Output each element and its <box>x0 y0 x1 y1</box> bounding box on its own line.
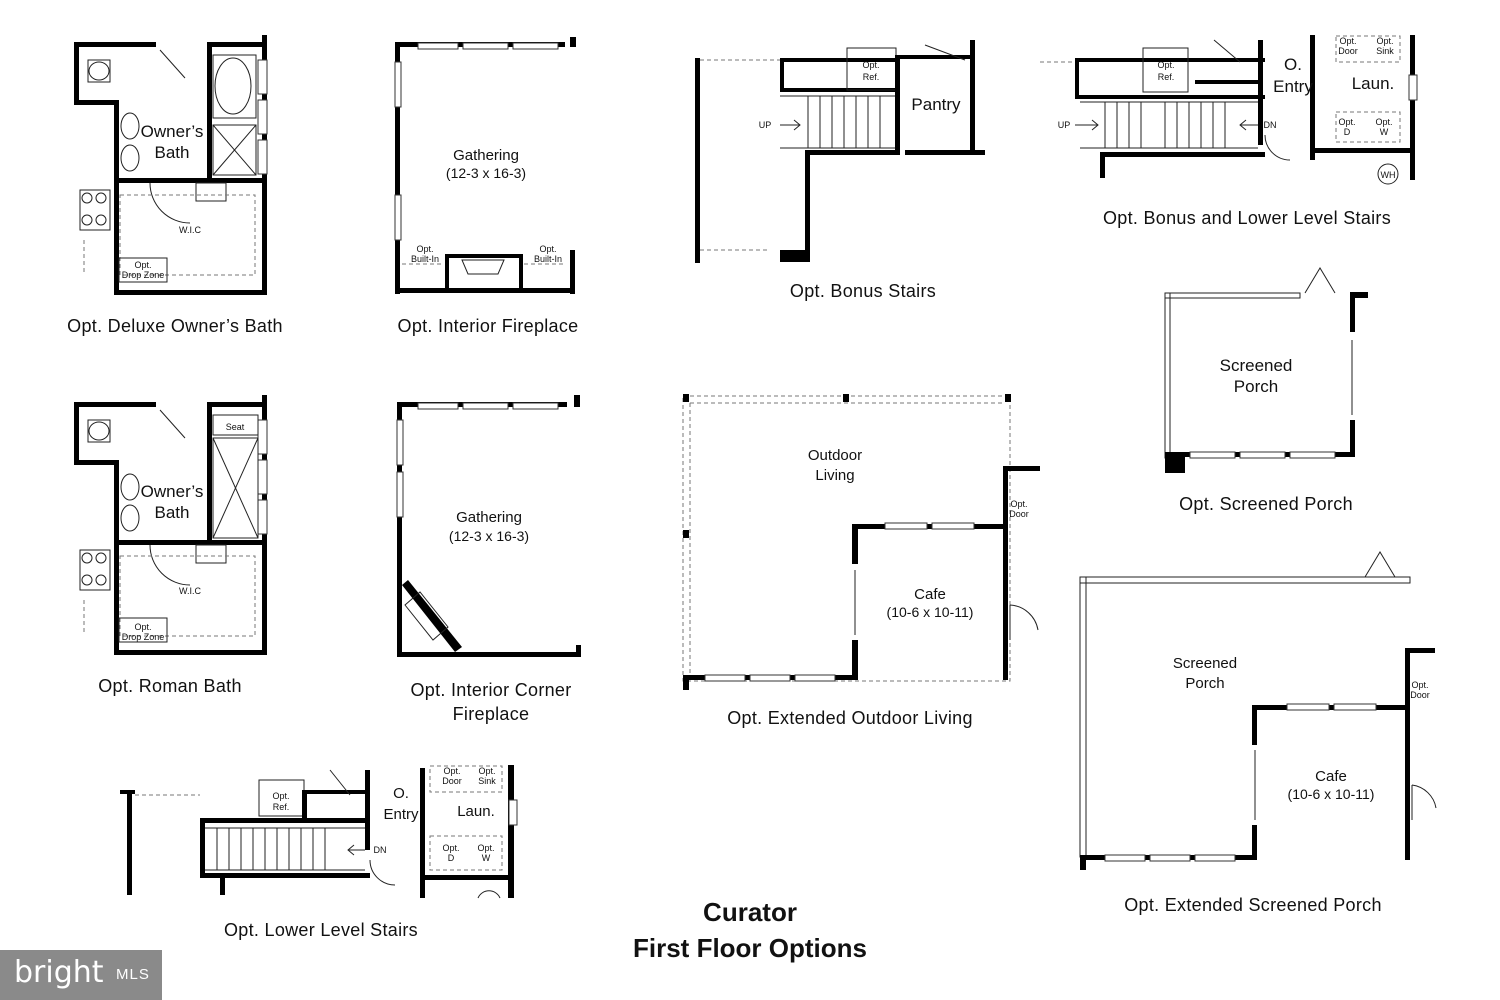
interior-fireplace-room-dims: (12-3 x 16-3) <box>446 165 526 181</box>
corner-fireplace-caption-2: Fireplace <box>453 704 530 724</box>
bonus-lower-door-label-2: Door <box>1338 46 1358 56</box>
bonus-lower-w-label-1: Opt. <box>1375 117 1392 127</box>
deluxe-bath-dropzone-label-1: Opt. <box>134 260 151 270</box>
extended-screened-caption: Opt. Extended Screened Porch <box>1124 895 1382 915</box>
bonus-stairs-ref-label-2: Ref. <box>863 72 880 82</box>
deluxe-bath-room-label-2: Bath <box>155 143 190 162</box>
interior-fireplace-caption: Opt. Interior Fireplace <box>398 316 579 336</box>
extended-screened-door-label-2: Door <box>1410 690 1430 700</box>
builtin-left-label-1: Opt. <box>416 244 433 254</box>
bonus-stairs-up-label: UP <box>759 120 772 130</box>
roman-bath-dropzone-label-2: Drop Zone <box>122 632 165 642</box>
bonus-lower-w-label-2: W <box>1380 127 1389 137</box>
bonus-stairs-caption: Opt. Bonus Stairs <box>790 281 936 301</box>
bonus-lower-ref-label-1: Opt. <box>1157 60 1174 70</box>
bonus-lower-dn-label: DN <box>1264 120 1277 130</box>
mls-logo-suffix: MLS <box>116 966 150 983</box>
screened-porch-plan: Screened Porch Opt. Screened Porch <box>1164 267 1368 514</box>
bonus-lower-sink-label-2: Sink <box>1376 46 1394 56</box>
extended-screened-cafe-dims: (10-6 x 10-11) <box>1288 786 1375 802</box>
extended-outdoor-caption: Opt. Extended Outdoor Living <box>727 708 973 728</box>
lower-stairs-laun-label: Laun. <box>457 803 495 820</box>
lower-stairs-entry-label-1: O. <box>393 785 409 802</box>
sheet-title-line-2: First Floor Options <box>633 933 867 963</box>
screened-porch-room-label-1: Screened <box>1220 356 1293 375</box>
deluxe-bath-room-label-1: Owner’s <box>141 122 204 141</box>
deluxe-owners-bath-plan: Owner’s Bath W.I.C Opt. Drop Zone Opt. D… <box>67 35 283 336</box>
interior-fireplace-room-label: Gathering <box>453 147 519 164</box>
bonus-stairs-ref-label-1: Opt. <box>862 60 879 70</box>
lower-stairs-d-label-1: Opt. <box>442 843 459 853</box>
lower-stairs-sink-label-2: Sink <box>478 776 496 786</box>
bright-logo-wordmark: bright <box>14 955 104 990</box>
bonus-lower-d-label-2: D <box>1344 127 1351 137</box>
deluxe-bath-dropzone-label-2: Drop Zone <box>122 270 165 280</box>
lower-stairs-door-label-2: Door <box>442 776 462 786</box>
extended-screened-room-label-1: Screened <box>1173 655 1237 672</box>
screened-porch-caption: Opt. Screened Porch <box>1179 494 1353 514</box>
roman-bath-caption: Opt. Roman Bath <box>98 676 242 696</box>
extended-screened-porch-plan: Screened Porch Cafe (10-6 x 10-11) Opt. … <box>1079 551 1437 915</box>
roman-bath-dropzone-label-1: Opt. <box>134 622 151 632</box>
bright-mls-logo <box>0 950 162 1000</box>
bonus-stairs-plan: UP Opt. Ref. Pantry Opt. Bonus Stairs <box>695 40 985 301</box>
lower-stairs-ref-label-2: Ref. <box>273 802 290 812</box>
extended-outdoor-cafe-dims: (10-6 x 10-11) <box>887 604 974 620</box>
corner-fireplace-plan: Gathering (12-3 x 16-3) Opt. Interior Co… <box>396 395 581 724</box>
extended-screened-cafe-label: Cafe <box>1315 768 1347 785</box>
bonus-lower-entry-label-1: O. <box>1284 55 1302 74</box>
bonus-lower-ref-label-2: Ref. <box>1158 72 1175 82</box>
deluxe-bath-caption: Opt. Deluxe Owner’s Bath <box>67 316 283 336</box>
builtin-right-label-2: Built-In <box>534 254 562 264</box>
screened-porch-room-label-2: Porch <box>1234 377 1278 396</box>
bonus-stairs-pantry-label: Pantry <box>911 95 961 114</box>
lower-stairs-dn-label: DN <box>374 845 387 855</box>
bonus-lower-caption: Opt. Bonus and Lower Level Stairs <box>1103 208 1391 228</box>
extended-outdoor-cafe-label: Cafe <box>914 586 946 603</box>
corner-fireplace-room-label: Gathering <box>456 509 522 526</box>
bonus-lower-sink-label-1: Opt. <box>1376 36 1393 46</box>
lower-stairs-entry-label-2: Entry <box>383 806 419 823</box>
bonus-lower-d-label-1: Opt. <box>1338 117 1355 127</box>
interior-fireplace-plan: Gathering (12-3 x 16-3) Opt. Built-In Op… <box>394 37 579 336</box>
lower-stairs-sink-label-1: Opt. <box>478 766 495 776</box>
bonus-lower-laun-label: Laun. <box>1352 74 1395 93</box>
lower-stairs-w-label-1: Opt. <box>477 843 494 853</box>
bonus-lower-stairs-plan: UP DN Opt. Ref. O. Entry Laun. Opt. Door… <box>1040 35 1418 228</box>
roman-bath-room-label-1: Owner’s <box>141 482 204 501</box>
extended-screened-door-label-1: Opt. <box>1411 680 1428 690</box>
bonus-lower-entry-label-2: Entry <box>1273 77 1313 96</box>
corner-fireplace-caption-1: Opt. Interior Corner <box>410 680 571 700</box>
lower-stairs-d-label-2: D <box>448 853 455 863</box>
lower-stairs-door-label-1: Opt. <box>443 766 460 776</box>
corner-fireplace-room-dims: (12-3 x 16-3) <box>449 528 529 544</box>
bonus-lower-wh-label: WH <box>1381 170 1396 180</box>
lower-stairs-ref-label-1: Opt. <box>272 791 289 801</box>
extended-outdoor-room-label-1: Outdoor <box>808 447 862 464</box>
extended-screened-room-label-2: Porch <box>1185 675 1224 692</box>
deluxe-bath-wic-label: W.I.C <box>179 225 201 235</box>
lower-stairs-caption: Opt. Lower Level Stairs <box>224 920 418 940</box>
lower-stairs-w-label-2: W <box>482 853 491 863</box>
roman-bath-room-label-2: Bath <box>155 503 190 522</box>
sheet-title-line-1: Curator <box>703 897 797 927</box>
extended-outdoor-door-label-2: Door <box>1009 509 1029 519</box>
extended-outdoor-living-plan: Outdoor Living Cafe (10-6 x 10-11) Opt. … <box>682 394 1040 728</box>
roman-bath-seat-label: Seat <box>226 422 245 432</box>
roman-bath-plan: Seat Owner’s Bath W.I.C Opt. Drop Zone O… <box>74 395 268 696</box>
lower-level-stairs-plan: DN Opt. Ref. O. Entry Laun. Opt. Door Op… <box>120 765 518 940</box>
bonus-lower-up-label: UP <box>1058 120 1071 130</box>
roman-bath-wic-label: W.I.C <box>179 586 201 596</box>
builtin-right-label-1: Opt. <box>539 244 556 254</box>
bonus-lower-door-label-1: Opt. <box>1339 36 1356 46</box>
extended-outdoor-door-label-1: Opt. <box>1010 499 1027 509</box>
extended-outdoor-room-label-2: Living <box>815 467 854 484</box>
builtin-left-label-2: Built-In <box>411 254 439 264</box>
